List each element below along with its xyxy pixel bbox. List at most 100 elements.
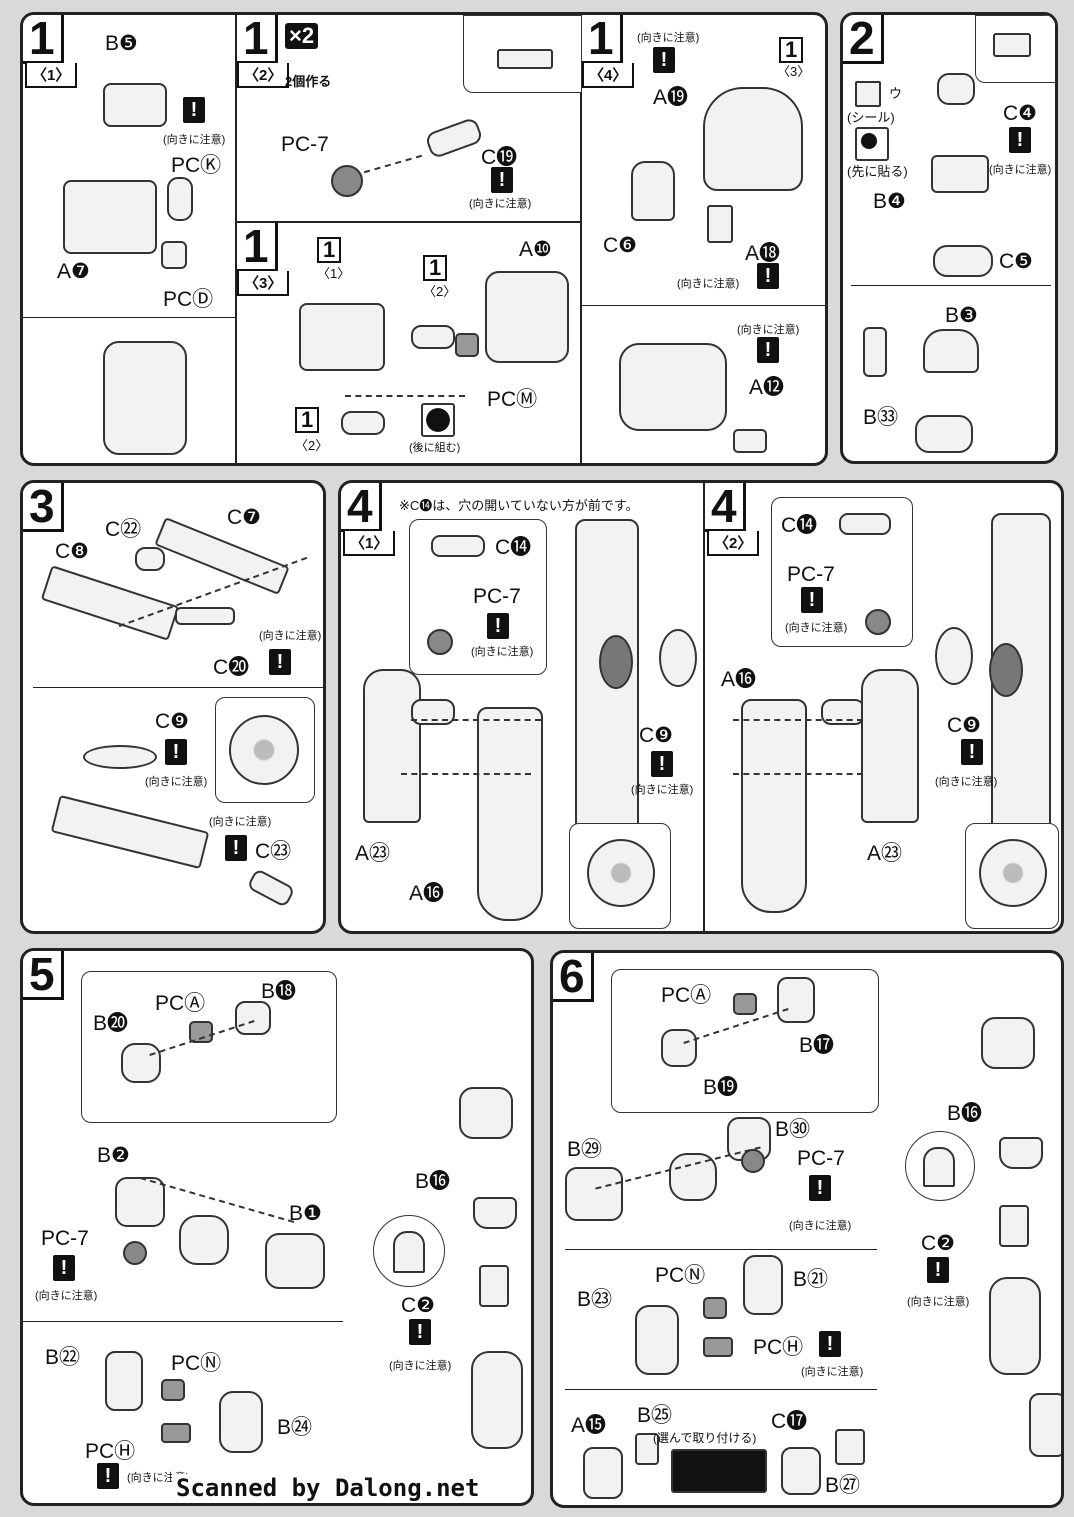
part-label: C❼ xyxy=(227,506,261,529)
ref-substep: 〈1〉 xyxy=(317,266,351,281)
part-pc7 xyxy=(741,1149,765,1173)
part-c9 xyxy=(989,643,1023,697)
step-number: 1 xyxy=(237,223,278,272)
substep-label: 〈4〉 xyxy=(582,63,635,88)
part-shoulder xyxy=(981,1017,1035,1069)
part-shoulder xyxy=(459,1087,513,1139)
step6-panel: 6 PCⒶ B⓱ B⓳ B㉙ B㉚ PC-7 ! (向きに注意) PCⓃ B㉑ … xyxy=(550,950,1064,1508)
seal-sticker xyxy=(855,127,889,161)
seal-letter: ウ xyxy=(889,86,903,101)
part-label: B㉙ xyxy=(567,1138,603,1161)
part-a16 xyxy=(741,699,807,913)
stick-first-note: (先に貼る) xyxy=(847,164,908,179)
orient-note: (向きに注意) xyxy=(631,784,694,796)
part-c9-disc xyxy=(935,627,973,685)
ref-step: 1 xyxy=(423,255,448,281)
divider xyxy=(580,15,582,463)
part-pca xyxy=(733,993,757,1015)
part-slot-detail xyxy=(923,1147,955,1187)
step5-panel: 5 B⓴ PCⒶ B⓲ B❷ B❶ PC-7 ! (向きに注意) B㉒ PCⓃ … xyxy=(20,948,534,1506)
part-pc7 xyxy=(427,629,453,655)
part-a23 xyxy=(363,669,421,823)
part-label: A⓳ xyxy=(653,86,689,109)
part-c4 xyxy=(937,73,975,105)
part-label: B❷ xyxy=(97,1144,130,1167)
part-c23 xyxy=(246,867,296,909)
part-label: B⓰ xyxy=(415,1170,451,1193)
warning-icon: ! xyxy=(53,1255,75,1281)
part-a15-hand xyxy=(583,1447,623,1499)
warning-icon: ! xyxy=(801,587,823,613)
ref-step: 1 xyxy=(779,37,804,63)
part-b27 xyxy=(835,1429,865,1465)
part-label: C㉒ xyxy=(105,518,142,541)
part-assembly-left xyxy=(299,303,385,371)
part-rifle xyxy=(50,794,210,870)
orient-note: (向きに注意) xyxy=(677,278,740,290)
part-b22 xyxy=(105,1351,143,1411)
divider xyxy=(565,1249,877,1250)
orient-note: (向きに注意) xyxy=(35,1290,98,1302)
part-b19 xyxy=(661,1029,697,1067)
step3-panel: 3 C㉒ C❼ C❽ C⓴ ! (向きに注意) C❾ ! (向きに注意) (向き… xyxy=(20,480,326,934)
detail-box xyxy=(373,1215,445,1287)
divider xyxy=(703,483,705,931)
part-label: B⓴ xyxy=(93,1012,129,1035)
part-label: A❿ xyxy=(519,238,552,261)
warning-icon: ! xyxy=(653,47,675,73)
part-label: PC-7 xyxy=(41,1227,89,1250)
divider xyxy=(23,1321,343,1322)
choose-note: (選んで取り付ける) xyxy=(653,1431,757,1445)
warning-icon: ! xyxy=(225,835,247,861)
part-label: B⓰ xyxy=(947,1102,983,1125)
divider xyxy=(851,285,1051,286)
part-b5 xyxy=(103,83,167,127)
part-joint xyxy=(669,1153,717,1201)
ref-substep: 〈2〉 xyxy=(423,284,457,299)
step-number: 5 xyxy=(23,951,64,1000)
part-pch xyxy=(161,1423,191,1443)
orient-note: (向きに注意) xyxy=(163,134,226,146)
part-label: C❾ xyxy=(155,710,189,733)
part-pc7 xyxy=(123,1241,147,1265)
warning-icon: ! xyxy=(651,751,673,777)
part-b17 xyxy=(777,977,815,1023)
part-label: PC-7 xyxy=(797,1147,845,1170)
part-label: B❶ xyxy=(289,1202,322,1225)
part-c6 xyxy=(631,161,675,221)
part-label: PCⒽ xyxy=(753,1336,804,1359)
part-label: C❷ xyxy=(401,1294,435,1317)
front-note: ※C⓮は、穴の開いていない方が前です。 xyxy=(399,498,639,513)
warning-icon: ! xyxy=(491,167,513,193)
step-number: 4 xyxy=(705,483,746,532)
part-label: PC-7 xyxy=(787,563,835,586)
orient-note: (向きに注意) xyxy=(935,776,998,788)
part-label: B❹ xyxy=(873,190,906,213)
step-number: 6 xyxy=(553,953,594,1002)
divider xyxy=(23,317,235,318)
orient-note: (向きに注意) xyxy=(907,1296,970,1308)
detail-box xyxy=(81,971,337,1123)
part-label: C⓮ xyxy=(781,514,818,537)
step-number: 1 xyxy=(237,15,278,64)
part-label: PCⓀ xyxy=(171,154,222,177)
step-number: 2 xyxy=(843,15,884,64)
part-c19 xyxy=(424,116,484,160)
part-b20 xyxy=(121,1043,161,1083)
warning-icon: ! xyxy=(757,337,779,363)
part-pcd xyxy=(161,241,187,269)
step1-panel: 1 〈1〉 B❺ ! (向きに注意) PCⓀ A❼ PCⒹ 1 ×2 〈2〉 2… xyxy=(20,12,828,466)
part-label: A⓬ xyxy=(749,376,785,399)
part-slot-detail xyxy=(393,1231,425,1273)
part-label: C❾ xyxy=(947,714,981,737)
ref-step: 1 xyxy=(295,407,320,433)
part-label: A㉓ xyxy=(867,842,903,865)
make-two-note: 2個作る xyxy=(285,74,332,89)
part-label: B㉕ xyxy=(637,1404,673,1427)
warning-icon: ! xyxy=(961,739,983,765)
part-peg xyxy=(411,325,455,349)
part-c9-detail xyxy=(229,715,299,785)
part-dark-seal xyxy=(421,403,455,437)
part-forearm xyxy=(471,1351,523,1449)
part-hand xyxy=(1029,1393,1061,1457)
